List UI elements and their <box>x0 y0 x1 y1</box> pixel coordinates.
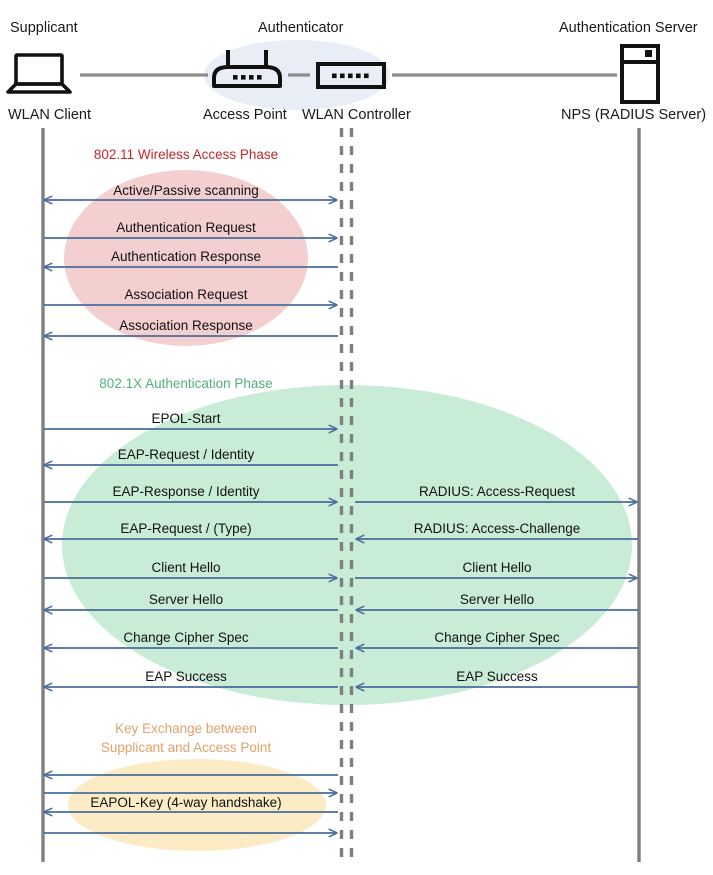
server-icon <box>620 44 660 104</box>
message-label-eapol-key: EAPOL-Key (4-way handshake) <box>90 795 282 810</box>
phase-label-key-exchange-line1: Key Exchange between <box>115 721 257 736</box>
phase-label-wireless-access: 802.11 Wireless Access Phase <box>93 147 279 162</box>
message-label-client-hello-left: Client Hello <box>151 560 221 575</box>
message-label-eap-response-identity: EAP-Response / Identity <box>112 484 260 499</box>
laptop-base-icon <box>6 82 72 94</box>
laptop-icon <box>14 53 64 86</box>
message-label-active-passive-scanning: Active/Passive scanning <box>113 183 259 198</box>
message-label-epol-start: EPOL-Start <box>151 411 221 426</box>
message-label-authentication-request: Authentication Request <box>116 220 256 235</box>
message-label-client-hello-right: Client Hello <box>462 560 532 575</box>
message-label-eap-success-right: EAP Success <box>456 669 538 684</box>
message-label-radius-access-challenge: RADIUS: Access-Challenge <box>413 521 581 536</box>
message-label-authentication-response: Authentication Response <box>110 249 262 264</box>
message-label-change-cipher-spec-right: Change Cipher Spec <box>434 630 560 645</box>
message-label-eap-request-type: EAP-Request / (Type) <box>120 521 252 536</box>
actor-role-supplicant: Supplicant <box>10 20 78 36</box>
actor-role-authenticator: Authenticator <box>258 20 344 36</box>
phase-ellipse-dot1x <box>62 385 632 705</box>
phase-label-key-exchange-line2: Supplicant and Access Point <box>100 740 272 755</box>
message-label-radius-access-request: RADIUS: Access-Request <box>418 484 576 499</box>
message-label-server-hello-left: Server Hello <box>148 592 224 607</box>
access-point-icon <box>212 50 282 88</box>
phase-ellipse-wireless <box>64 170 308 346</box>
wlan-controller-icon <box>316 62 386 89</box>
actor-name-access-point: Access Point <box>203 107 287 123</box>
phase-label-dot1x-auth: 802.1X Authentication Phase <box>99 376 273 391</box>
actor-name-wlan-controller: WLAN Controller <box>302 107 411 123</box>
message-label-association-request: Association Request <box>124 287 248 302</box>
actor-name-nps-radius-server: NPS (RADIUS Server) <box>561 107 707 123</box>
message-label-eap-success-left: EAP Success <box>145 669 227 684</box>
message-label-server-hello-right: Server Hello <box>459 592 535 607</box>
message-label-eap-request-identity: EAP-Request / Identity <box>117 447 255 462</box>
actor-role-authentication-server: Authentication Server <box>559 20 698 36</box>
actor-name-wlan-client: WLAN Client <box>8 107 91 123</box>
phase-ellipse-keyexchange <box>68 759 326 851</box>
message-label-change-cipher-spec-left: Change Cipher Spec <box>123 630 249 645</box>
message-label-association-response: Association Response <box>119 318 253 333</box>
